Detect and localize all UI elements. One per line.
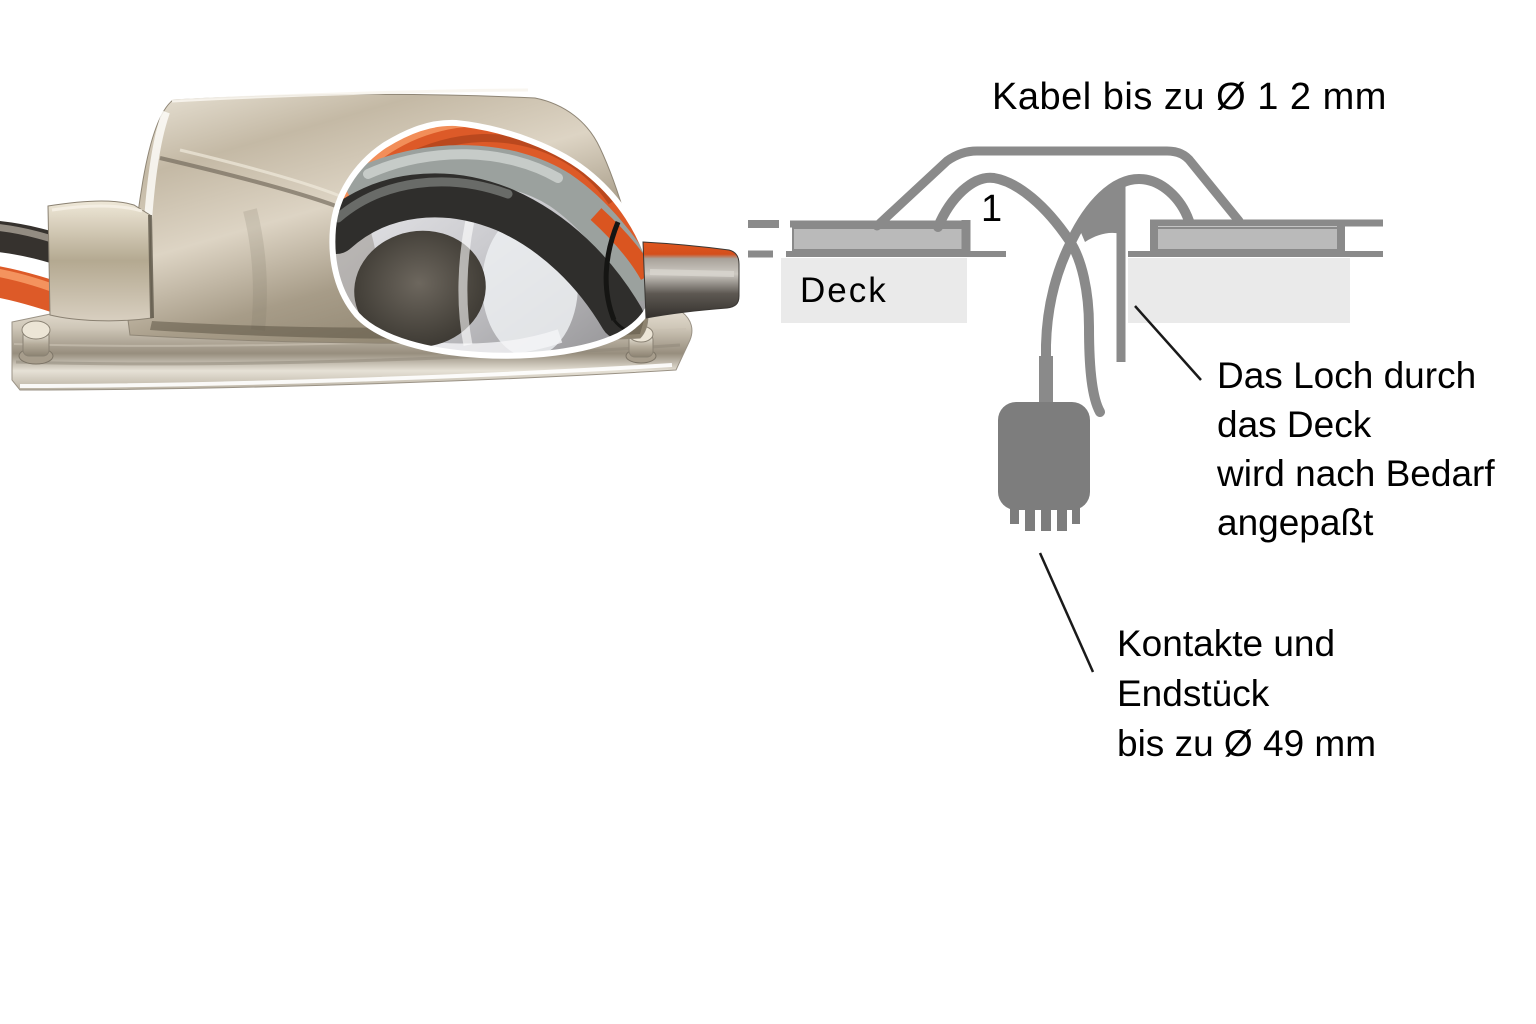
- step-1-label: 1: [981, 188, 1003, 230]
- cross-section-diagram: [748, 146, 1383, 673]
- connector-prongs: [1010, 506, 1080, 531]
- figure-title: Kabel bis zu Ø 1 2 mm: [992, 76, 1387, 118]
- bolt-front-left: [18, 320, 54, 365]
- product-photo: [0, 88, 740, 391]
- hole-note-line: Das Loch durch: [1217, 355, 1477, 396]
- connector-plug: [998, 402, 1090, 531]
- exit-cable: [642, 241, 740, 319]
- cutaway-opening: [329, 119, 658, 359]
- hole-note: Das Loch durch das Deck wird nach Bedarf…: [1217, 351, 1495, 547]
- connector-note: Kontakte und Endstück bis zu Ø 49 mm: [1117, 619, 1376, 769]
- connector-note-line: bis zu Ø 49 mm: [1117, 723, 1377, 764]
- connector-note-line: Endstück: [1117, 673, 1270, 714]
- hole-note-line: wird nach Bedarf: [1217, 453, 1495, 494]
- cutaway-outline: [329, 119, 658, 359]
- hole-note-line: das Deck: [1217, 404, 1372, 445]
- flange-right: [1155, 227, 1342, 251]
- pointer-line-connector: [1038, 552, 1095, 673]
- deck-label: Deck: [800, 271, 888, 310]
- deck-block-left: [781, 258, 967, 323]
- connector-note-line: Kontakte und: [1117, 623, 1336, 664]
- connector-body: [998, 402, 1090, 510]
- cable-entry-boss: [47, 200, 154, 322]
- deck-block-right: [1128, 258, 1350, 323]
- cable-overlap-wedge: [1079, 183, 1121, 242]
- interior-hole: [354, 230, 486, 348]
- inner-cable-black: [332, 173, 644, 340]
- hole-note-line: angepaßt: [1217, 502, 1374, 543]
- pointer-line-hole: [1134, 305, 1202, 381]
- cover-profile: [872, 146, 1244, 231]
